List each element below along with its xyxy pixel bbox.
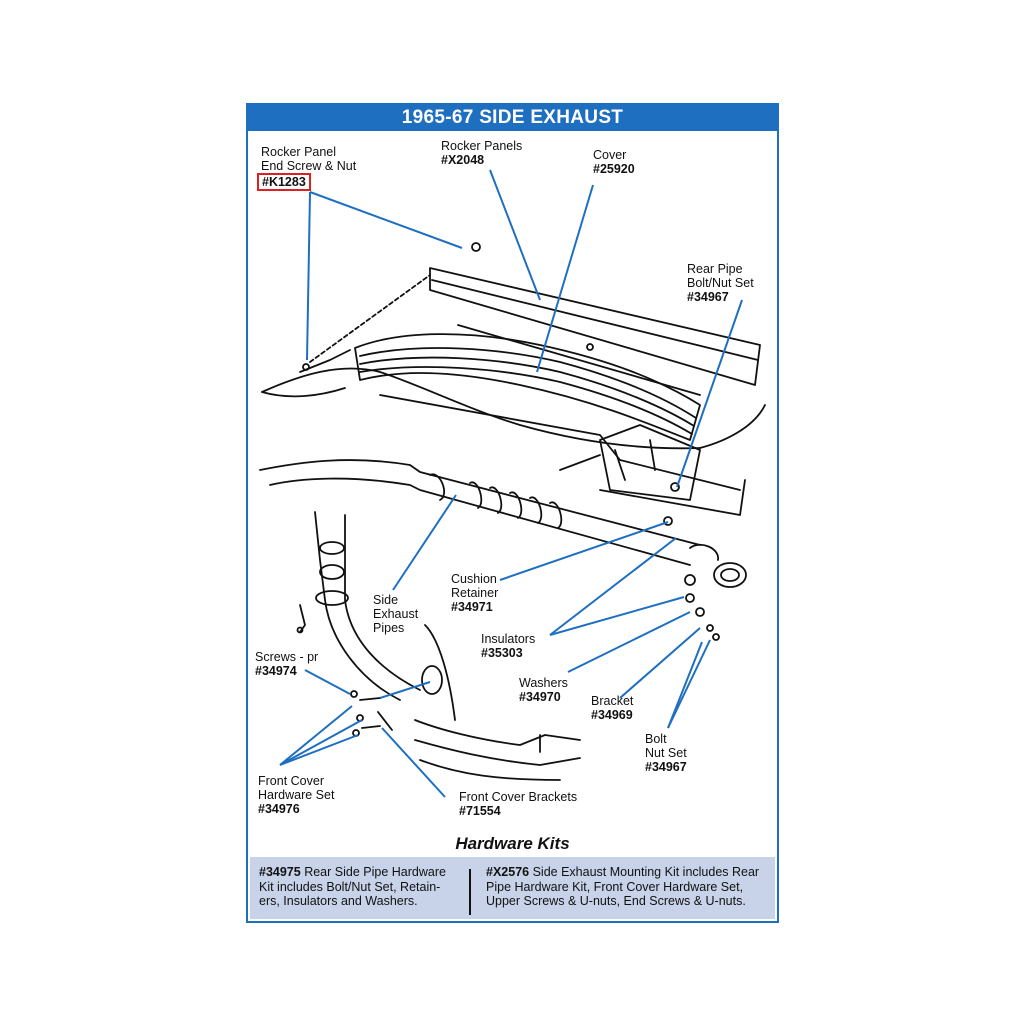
label-front-cover-hw: Front Cover Hardware Set #34976 — [258, 774, 334, 816]
leader-fc-hw-b — [279, 719, 363, 766]
part-number-34970: #34970 — [519, 690, 561, 704]
label-rocker-panels-line1: Rocker Panels — [441, 139, 523, 153]
label-rocker-panels: Rocker Panels #X2048 — [441, 139, 522, 167]
label-bolt-nut-line1: Bolt — [645, 732, 667, 746]
kits-section: Hardware Kits #34975 Rear Side Pipe Hard… — [246, 103, 779, 923]
kit-left-part: #34975 — [259, 865, 301, 879]
leader-rocker-screw-b — [306, 191, 311, 361]
leader-screws — [304, 669, 351, 695]
kit-left-text3: ers, Insulators and Washers. — [259, 894, 418, 908]
diagram-title: 1965-67 SIDE EXHAUST — [248, 105, 777, 131]
kits-heading: Hardware Kits — [455, 834, 570, 853]
part-number-x2048: #X2048 — [441, 153, 485, 167]
part-number-k1283: #K1283 — [257, 173, 311, 191]
part-number-34967-front: #34967 — [645, 760, 687, 774]
label-front-cover-hw-line2: Hardware Set — [258, 788, 335, 802]
label-cushion-line1: Cushion — [451, 572, 497, 586]
label-rear-pipe-line2: Bolt/Nut Set — [687, 276, 754, 290]
leader-washers — [567, 611, 691, 673]
part-number-34974: #34974 — [255, 664, 297, 678]
label-bolt-nut-line2: Nut Set — [645, 746, 687, 760]
label-bracket-line1: Bracket — [591, 694, 634, 708]
label-washers-line1: Washers — [519, 676, 568, 690]
label-cushion-line2: Retainer — [451, 586, 499, 600]
part-number-25920: #25920 — [593, 162, 635, 176]
label-washers: Washers #34970 — [519, 676, 568, 704]
leader-cushion — [499, 521, 669, 581]
part-number-35303: #35303 — [481, 646, 523, 660]
label-side-pipes: Side Exhaust Pipes — [373, 593, 418, 635]
label-side-pipes-line2: Exhaust — [373, 607, 419, 621]
label-cover: Cover #25920 — [593, 148, 635, 176]
part-number-71554: #71554 — [459, 804, 501, 818]
leader-fc-hw-a — [279, 705, 353, 766]
leader-screws-b — [379, 681, 431, 699]
kit-right: #X2576 Side Exhaust Mounting Kit include… — [486, 865, 776, 909]
label-bolt-nut: Bolt Nut Set #34967 — [645, 732, 687, 774]
leader-side-pipes — [392, 494, 457, 591]
leader-bracket — [619, 627, 701, 699]
kit-right-text1: Side Exhaust Mounting Kit includes Rear — [529, 865, 760, 879]
kit-right-text3: Upper Screws & U-nuts, End Screws & U-nu… — [486, 894, 746, 908]
leader-cover — [536, 184, 594, 373]
leader-rear-pipe — [676, 299, 743, 488]
leader-fc-brackets — [381, 727, 446, 798]
label-front-brackets-line1: Front Cover Brackets — [459, 790, 578, 804]
label-rear-pipe: Rear Pipe Bolt/Nut Set #34967 — [687, 262, 754, 304]
label-insulators: Insulators #35303 — [481, 632, 535, 660]
label-rocker-screw-line1: Rocker Panel — [261, 145, 337, 159]
part-number-34971: #34971 — [451, 600, 493, 614]
kit-left-text2: Kit includes Bolt/Nut Set, Retain- — [259, 879, 441, 894]
label-screws: Screws - pr #34974 — [255, 650, 318, 678]
leader-fc-hw-c — [279, 734, 359, 766]
leader-rocker-panels — [489, 169, 541, 301]
leader-lines — [279, 169, 743, 798]
part-number-34969: #34969 — [591, 708, 633, 722]
label-screws-line1: Screws - pr — [255, 650, 319, 664]
leader-insulators-b — [549, 596, 685, 636]
label-rear-pipe-line1: Rear Pipe — [687, 262, 743, 276]
leader-rocker-screw-a — [309, 191, 463, 249]
label-front-cover-hw-line1: Front Cover — [258, 774, 324, 788]
label-insulators-line1: Insulators — [481, 632, 536, 646]
leader-bolt-b — [667, 641, 703, 729]
label-side-pipes-line3: Pipes — [373, 621, 405, 635]
label-cover-line1: Cover — [593, 148, 627, 162]
label-side-pipes-line1: Side — [373, 593, 399, 607]
kits-box: #34975 Rear Side Pipe Hardware Kit inclu… — [250, 857, 775, 919]
kit-left: #34975 Rear Side Pipe Hardware Kit inclu… — [259, 865, 464, 909]
assembly-lines — [259, 242, 766, 781]
kit-right-text2: Pipe Hardware Kit, Front Cover Hardware … — [486, 879, 744, 894]
label-rocker-screw: Rocker Panel End Screw & Nut #K1283 — [257, 145, 357, 191]
kit-left-text1: Rear Side Pipe Hardware — [300, 865, 446, 879]
kit-divider — [469, 869, 471, 915]
label-cushion: Cushion Retainer #34971 — [451, 572, 498, 614]
leader-bolt-a — [667, 639, 711, 729]
diagram-panel: 1965-67 SIDE EXHAUST — [246, 103, 779, 923]
part-number-34967-rear: #34967 — [687, 290, 729, 304]
label-rocker-screw-line2: End Screw & Nut — [261, 159, 357, 173]
leader-insulators-a — [549, 537, 677, 636]
label-front-brackets: Front Cover Brackets #71554 — [459, 790, 577, 818]
label-bracket: Bracket #34969 — [591, 694, 633, 722]
part-number-34976: #34976 — [258, 802, 300, 816]
kit-right-part: #X2576 — [486, 865, 530, 879]
